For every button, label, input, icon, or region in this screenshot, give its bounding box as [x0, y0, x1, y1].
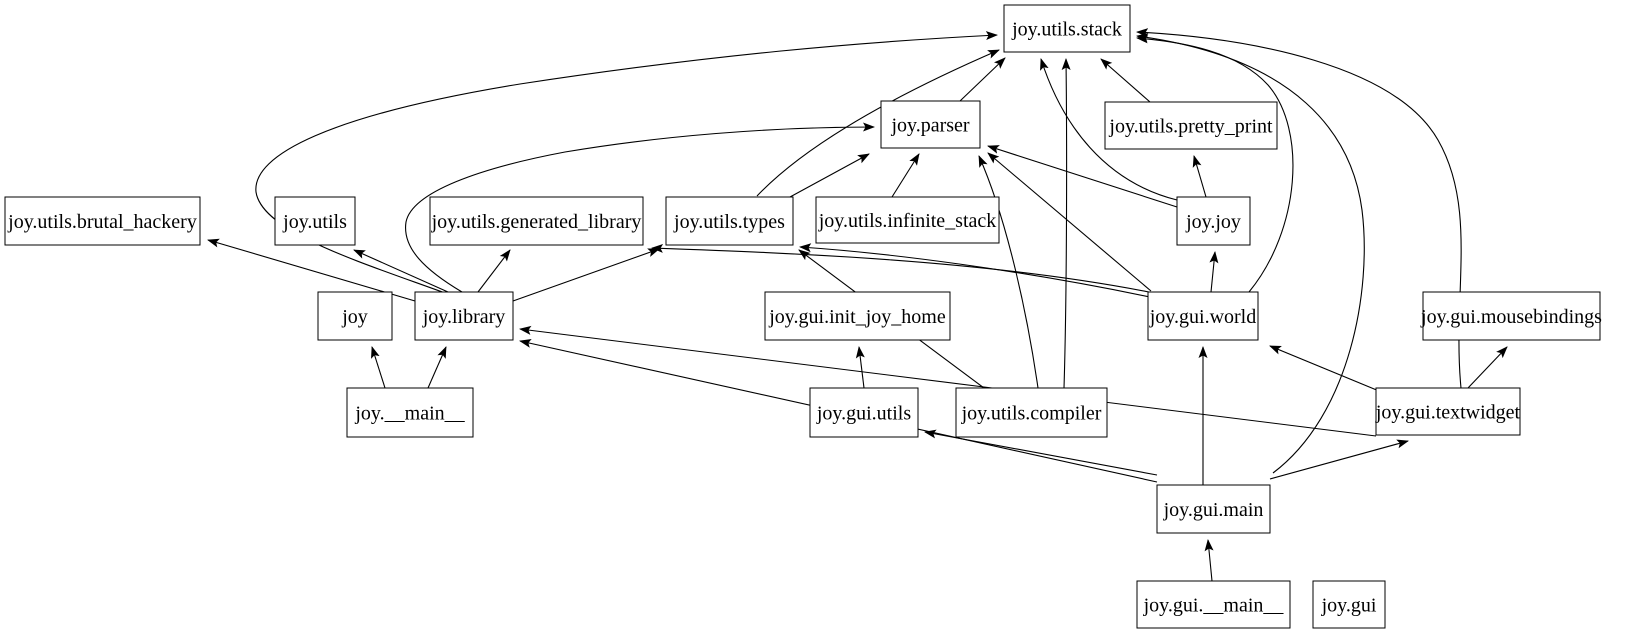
node-label-joy-gui-mousebindings: joy.gui.mousebindings	[1420, 306, 1602, 328]
edge-joy-library-to-joy-utils-types	[512, 248, 660, 302]
node-label-joy-utils: joy.utils	[282, 211, 347, 233]
node-box-joy-gui-main	[1156, 484, 1271, 534]
node-joy: joy	[317, 291, 393, 341]
nodes-layer: joy.utils.stack joy.parser joy.utils.prett…	[4, 4, 1602, 629]
node-box-joy-gui-textwidget	[1375, 387, 1521, 436]
node-box-joy-utils-types	[665, 196, 794, 246]
node-joy-joy: joy.joy	[1176, 196, 1251, 246]
node-label-joy-gui: joy.gui	[1321, 595, 1377, 617]
edge-joy-gui-textwidget-to-joy-library	[519, 325, 1377, 437]
node-label-joy-utils-generated-library: joy.utils.generated_library	[431, 211, 642, 233]
node-label-joy: joy	[341, 306, 368, 328]
edge-joy-main-module-to-joy	[371, 346, 386, 389]
node-joy-gui-main: joy.gui.main	[1156, 484, 1271, 534]
node-label-joy-utils-stack: joy.utils.stack	[1011, 19, 1122, 41]
edge-joy-library-to-joy-parser	[405, 122, 875, 293]
node-box-joy-main-module	[346, 387, 474, 438]
node-joy-utils-pretty-print: joy.utils.pretty_print	[1104, 101, 1278, 150]
node-label-joy-gui-world: joy.gui.world	[1149, 306, 1256, 328]
edge-joy-gui-world-to-joy-utils-types	[799, 243, 1151, 298]
edge-joy-gui-main-to-joy-gui-utils	[924, 429, 1158, 476]
node-label-joy-utils-types: joy.utils.types	[673, 211, 785, 233]
edge-joy-utils-infinite-stack-to-joy-parser	[891, 153, 920, 198]
node-box-joy-utils-pretty-print	[1104, 101, 1278, 150]
node-label-joy-utils-compiler: joy.utils.compiler	[961, 403, 1102, 425]
node-label-joy-library: joy.library	[422, 306, 506, 328]
edge-joy-utils-compiler-to-joy-parser	[978, 155, 1039, 389]
edge-joy-gui-main-to-joy-gui-textwidget	[1269, 439, 1409, 480]
node-joy-gui: joy.gui	[1312, 580, 1386, 629]
edge-joy-parser-to-joy-utils-stack	[959, 57, 1006, 102]
node-joy-gui-mousebindings: joy.gui.mousebindings	[1420, 291, 1602, 341]
edge-joy-gui-main-module-to-joy-gui-main	[1204, 539, 1214, 582]
node-label-joy-utils-infinite-stack: joy.utils.infinite_stack	[818, 210, 997, 232]
node-joy-utils-infinite-stack: joy.utils.infinite_stack	[815, 196, 1000, 244]
node-joy-utils-compiler: joy.utils.compiler	[955, 387, 1108, 438]
edge-joy-gui-world-to-joy-utils-generated-library	[651, 243, 1150, 293]
node-box-joy-utils-generated-library	[429, 196, 644, 246]
node-box-joy-gui-world	[1147, 291, 1259, 341]
node-joy-parser: joy.parser	[880, 100, 981, 149]
node-label-joy-gui-main-module: joy.gui.__main__	[1143, 595, 1285, 617]
edge-joy-gui-textwidget-to-joy-gui-world	[1269, 345, 1380, 392]
node-box-joy-utils-compiler	[955, 387, 1108, 438]
node-box-joy-utils-brutal-hackery	[4, 196, 201, 246]
node-joy-utils-types: joy.utils.types	[665, 196, 794, 246]
node-label-joy-gui-textwidget: joy.gui.textwidget	[1375, 402, 1521, 424]
edge-joy-library-to-joy-utils-brutal-hackery	[207, 238, 416, 302]
node-label-joy-gui-main: joy.gui.main	[1163, 499, 1264, 521]
node-joy-gui-textwidget: joy.gui.textwidget	[1375, 387, 1521, 436]
node-box-joy-gui	[1312, 580, 1386, 629]
node-joy-library: joy.library	[414, 291, 514, 341]
edge-joy-utils-pretty-print-to-joy-utils-stack	[1100, 58, 1151, 103]
edge-joy-joy-to-joy-parser	[987, 145, 1178, 208]
node-box-joy-utils	[274, 196, 356, 246]
node-box-joy	[317, 291, 393, 341]
edge-joy-utils-types-to-joy-parser	[789, 153, 870, 198]
node-joy-utils: joy.utils	[274, 196, 356, 246]
node-box-joy-utils-stack	[1003, 4, 1131, 53]
edge-joy-gui-world-to-joy-joy	[1209, 251, 1219, 293]
node-joy-utils-brutal-hackery: joy.utils.brutal_hackery	[4, 196, 201, 246]
node-label-joy-utils-brutal-hackery: joy.utils.brutal_hackery	[7, 211, 197, 233]
edge-joy-gui-world-to-joy-parser	[987, 152, 1152, 292]
node-label-joy-parser: joy.parser	[890, 115, 969, 137]
node-box-joy-library	[414, 291, 514, 341]
node-box-joy-gui-init-joy-home	[764, 291, 951, 341]
edge-joy-joy-to-joy-utils-stack	[1040, 58, 1178, 201]
node-box-joy-gui-utils	[809, 387, 919, 438]
edge-joy-gui-main-to-joy-utils-stack	[1136, 33, 1365, 474]
edge-joy-main-module-to-joy-library	[427, 346, 447, 389]
node-joy-gui-utils: joy.gui.utils	[809, 387, 919, 438]
node-box-joy-gui-main-module	[1136, 580, 1291, 629]
node-joy-gui-world: joy.gui.world	[1147, 291, 1259, 341]
node-box-joy-joy	[1176, 196, 1251, 246]
node-joy-utils-stack: joy.utils.stack	[1003, 4, 1131, 53]
node-label-joy-utils-pretty-print: joy.utils.pretty_print	[1108, 116, 1273, 138]
node-box-joy-gui-mousebindings	[1422, 291, 1601, 341]
node-label-joy-gui-init-joy-home: joy.gui.init_joy_home	[768, 306, 946, 328]
node-joy-utils-generated-library: joy.utils.generated_library	[429, 196, 644, 246]
node-joy-gui-main-module: joy.gui.__main__	[1136, 580, 1291, 629]
edge-joy-gui-textwidget-to-joy-gui-mousebindings	[1467, 346, 1508, 389]
node-joy-main-module: joy.__main__	[346, 387, 474, 438]
edge-joy-library-to-joy-utils	[353, 249, 449, 293]
edge-joy-utils-compiler-to-joy-utils-stack	[1061, 58, 1071, 389]
node-label-joy-main-module: joy.__main__	[354, 403, 465, 425]
node-label-joy-joy: joy.joy	[1185, 211, 1241, 233]
node-box-joy-utils-infinite-stack	[815, 196, 1000, 244]
edge-joy-gui-utils-to-joy-gui-init-joy-home	[855, 346, 865, 389]
edge-joy-utils-types-to-joy-utils-stack	[756, 49, 1000, 197]
edge-joy-library-to-joy-utils-generated-library	[477, 249, 511, 293]
node-joy-gui-init-joy-home: joy.gui.init_joy_home	[764, 291, 951, 341]
edge-joy-joy-to-joy-utils-pretty-print	[1192, 155, 1207, 198]
node-label-joy-gui-utils: joy.gui.utils	[816, 403, 911, 425]
node-box-joy-parser	[880, 100, 981, 149]
